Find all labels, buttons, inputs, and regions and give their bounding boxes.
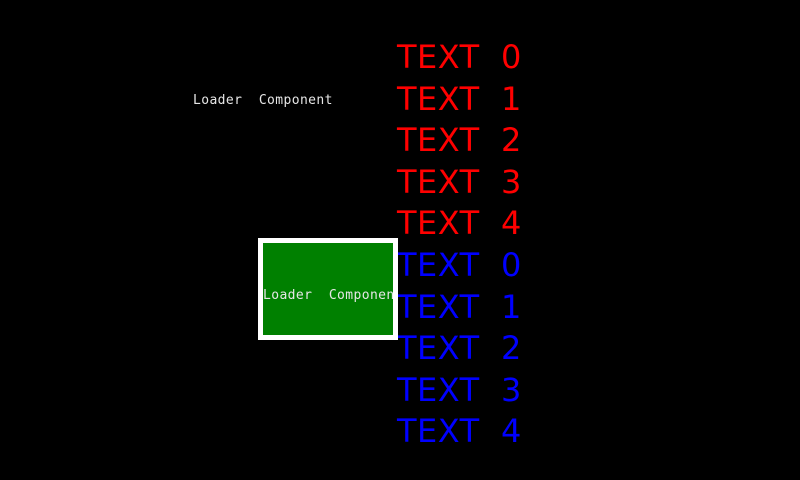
- text-row: TEXT 3: [397, 370, 522, 409]
- text-row: TEXT 0: [397, 38, 522, 76]
- text-row: TEXT 1: [397, 287, 522, 326]
- text-row: TEXT 2: [397, 121, 522, 160]
- text-row: TEXT 1: [397, 79, 522, 118]
- loader-component-caption: Loader Component: [193, 93, 333, 108]
- loader-component-box-label: Loader Component: [263, 288, 398, 303]
- loader-component-box[interactable]: Loader Component: [258, 238, 398, 340]
- text-row: TEXT 3: [397, 162, 522, 201]
- text-row: TEXT 4: [397, 412, 522, 451]
- text-row: TEXT 4: [397, 204, 522, 243]
- text-row: TEXT 0: [397, 246, 522, 284]
- text-row: TEXT 2: [397, 329, 522, 368]
